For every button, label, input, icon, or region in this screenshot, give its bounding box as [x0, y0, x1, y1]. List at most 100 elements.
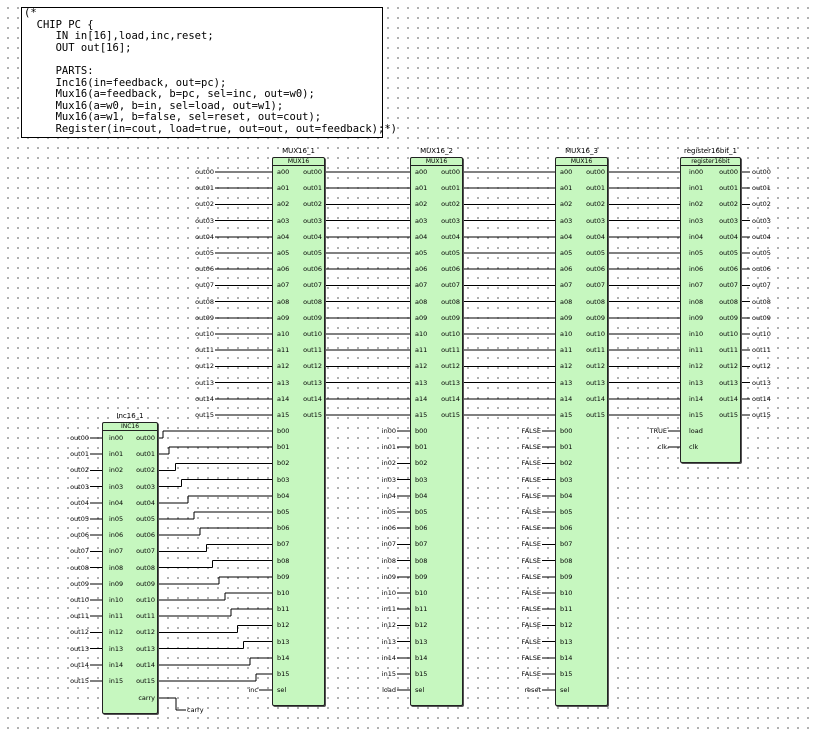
mux3-false-label: FALSE — [521, 589, 541, 597]
inc16-in-ext-label: out05 — [70, 515, 89, 523]
inc16-pin-out: out01 — [136, 450, 155, 459]
mux1-pin-out: out10 — [303, 330, 322, 338]
mux1-pin-out: out08 — [303, 297, 322, 306]
inc16-pin-in: in15 — [109, 677, 124, 685]
mux2-pin-sel: sel — [415, 686, 425, 694]
mux2-pin-a: a12 — [415, 362, 428, 371]
mux3-false-label: FALSE — [521, 475, 541, 484]
mux1-a-ext-label: out11 — [195, 346, 214, 355]
mux1-pin-b: b09 — [277, 572, 290, 581]
mux3-pin-out: out01 — [586, 184, 605, 193]
mux2-pin-b: b03 — [415, 475, 428, 484]
mux1-a-ext-label: out06 — [195, 265, 214, 274]
inc16-in-ext-label: out11 — [70, 612, 89, 621]
inc16-pin-out: out05 — [136, 515, 155, 523]
inc16-in-ext-label: out01 — [70, 450, 89, 459]
mux1-a-ext-label: out14 — [195, 394, 214, 403]
mux2-b-ext-label: in15 — [381, 670, 396, 678]
inc16-pin-in: in01 — [109, 450, 124, 459]
mux1-pin-out: out01 — [303, 184, 322, 193]
reg-pin-in: in01 — [689, 184, 704, 193]
mux3-pin-out: out10 — [586, 330, 605, 338]
inc16-pin-out: out10 — [136, 596, 155, 604]
reg-pin-out: out12 — [719, 362, 738, 371]
inc16-pin-in: in03 — [109, 482, 124, 491]
mux2-pin-b: b04 — [415, 491, 428, 500]
mux2-block[interactable]: MUX16 — [410, 157, 463, 706]
mux1-pin-out: out12 — [303, 362, 322, 371]
mux3-false-label: FALSE — [521, 524, 541, 533]
mux1-sel-ext-label: inc — [248, 686, 259, 694]
mux3-pin-out: out07 — [586, 281, 605, 290]
mux1-pin-out: out04 — [303, 232, 322, 241]
mux1-pin-a: a02 — [277, 200, 290, 209]
reg-pin-out: out08 — [719, 297, 738, 306]
reg-pin-out: out03 — [719, 216, 738, 225]
mux1-a-ext-label: out12 — [195, 362, 214, 371]
mux3-pin-out: out08 — [586, 297, 605, 306]
mux2-pin-a: a07 — [415, 281, 428, 290]
mux2-pin-b: b02 — [415, 459, 428, 468]
mux1-pin-out: out05 — [303, 249, 322, 257]
mux2-pin-a: a08 — [415, 297, 428, 306]
reg-out-ext-label: out05 — [752, 249, 771, 257]
mux3-pin-a: a06 — [560, 265, 573, 274]
mux1-a-ext-label: out13 — [195, 378, 214, 387]
mux3-pin-out: out14 — [586, 394, 605, 403]
mux3-pin-a: a05 — [560, 249, 573, 257]
inc16-pin-in: in12 — [109, 628, 124, 637]
mux3-pin-a: a12 — [560, 362, 573, 371]
mux1-pin-b: b14 — [277, 653, 290, 662]
mux1-a-ext-label: out09 — [195, 313, 214, 322]
mux2-b-ext-label: in03 — [381, 475, 396, 484]
reg-block[interactable]: register16bit — [680, 157, 741, 463]
mux1-block[interactable]: MUX16 — [272, 157, 325, 706]
reg-out-ext-label: out04 — [752, 232, 771, 241]
mux1-pin-a: a00 — [277, 168, 290, 176]
mux1-pin-b: b01 — [277, 443, 290, 452]
mux1-pin-a: a13 — [277, 378, 290, 387]
reg-out-ext-label: out07 — [752, 281, 771, 290]
inc16-pin-in: in06 — [109, 531, 124, 540]
mux1-pin-a: a09 — [277, 313, 290, 322]
mux1-pin-out: out15 — [303, 411, 322, 419]
inc16-in-ext-label: out14 — [70, 660, 89, 669]
mux2-pin-b: b10 — [415, 589, 428, 597]
reg-pin-out: out06 — [719, 265, 738, 274]
mux1-pin-a: a03 — [277, 216, 290, 225]
inc16-pin-out: out12 — [136, 628, 155, 637]
reg-pin-in: in10 — [689, 330, 704, 338]
mux3-pin-a: a14 — [560, 394, 573, 403]
inc16-pin-out: out09 — [136, 579, 155, 588]
reg-pin-in: in06 — [689, 265, 704, 274]
reg-out-ext-label: out03 — [752, 216, 771, 225]
inc16-pin-out: out14 — [136, 660, 155, 669]
inc16-pin-out: out04 — [136, 498, 155, 507]
mux1-pin-a: a07 — [277, 281, 290, 290]
mux2-pin-a: a06 — [415, 265, 428, 274]
reg-instance-name: register16bit_1 — [684, 147, 737, 155]
mux1-pin-a: a14 — [277, 394, 290, 403]
inc16-pin-in: in11 — [109, 612, 124, 621]
mux3-block[interactable]: MUX16 — [555, 157, 608, 706]
mux2-b-ext-label: in07 — [381, 540, 396, 549]
mux3-pin-b: b06 — [560, 524, 573, 533]
inc16-in-ext-label: out08 — [70, 563, 89, 572]
mux1-pin-b: b03 — [277, 475, 290, 484]
mux3-pin-out: out13 — [586, 378, 605, 387]
reg-type-label: register16bit — [681, 158, 740, 166]
inc16-in-ext-label: out00 — [70, 434, 89, 442]
reg-out-ext-label: out10 — [752, 330, 771, 338]
reg-out-ext-label: out11 — [752, 346, 771, 355]
mux1-pin-a: a05 — [277, 249, 290, 257]
reg-out-ext-label: out14 — [752, 394, 771, 403]
mux1-a-ext-label: out03 — [195, 216, 214, 225]
mux1-pin-sel: sel — [277, 686, 287, 694]
mux3-pin-b: b11 — [560, 605, 573, 614]
mux1-a-ext-label: out04 — [195, 232, 214, 241]
inc16-block[interactable]: INC16 — [102, 422, 158, 714]
mux2-pin-b: b14 — [415, 653, 428, 662]
reg-pin-out: out01 — [719, 184, 738, 193]
mux1-pin-b: b10 — [277, 589, 290, 597]
